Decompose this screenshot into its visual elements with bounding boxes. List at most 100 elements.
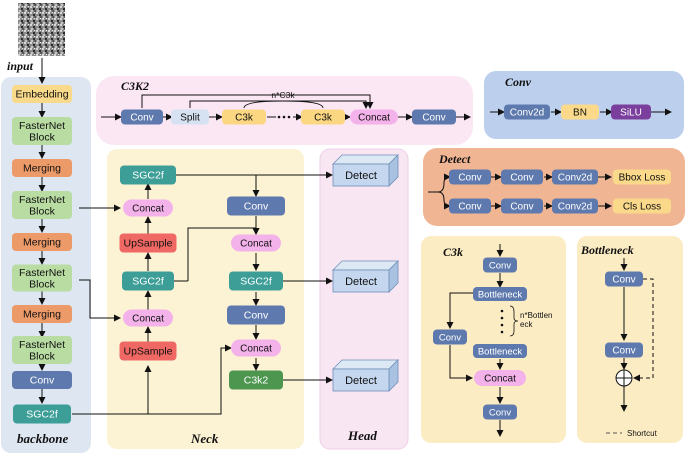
detect-conv-a1: Conv (449, 169, 491, 185)
head-panel (319, 148, 409, 450)
c3k2-conv-out-label: Conv (422, 113, 445, 124)
c3k-bottleneck-1-label: Bottleneck (478, 289, 523, 300)
c3k2-c3k-1: C3k (222, 109, 266, 125)
c3k-conv-side: Conv (433, 329, 467, 345)
c3k2-connectors (101, 94, 471, 121)
neck-concat-2-label: Concat (132, 314, 164, 325)
neck-panel (107, 149, 304, 449)
backbone-merging-2-label: Merging (23, 237, 61, 249)
backbone-connectors (38, 58, 232, 415)
conv-panel-silu: SiLU (611, 104, 651, 120)
conv-panel-conv2d: Conv2d (504, 104, 550, 120)
c3k2-title: C3K2 (121, 79, 149, 93)
bneck-conv-1-label: Conv (612, 275, 635, 286)
backbone-title: backbone (17, 431, 69, 446)
c3k2-split-label: Split (180, 113, 200, 124)
neck-sgc2f-right: SGC2f (229, 271, 283, 291)
neck-sgc2f-top: SGC2f (120, 165, 176, 185)
head-detect-1: Detect (332, 154, 399, 187)
detect-title: Detect (438, 152, 471, 166)
bneck-conv-2-label: Conv (612, 346, 635, 357)
neck-upsample-2: UpSample (119, 341, 177, 361)
neck-c3k2-label: C3k2 (244, 375, 269, 387)
conv-panel-bn: BN (561, 104, 599, 120)
conv-panel-conv2d-label: Conv2d (510, 108, 544, 119)
bottleneck-panel (577, 236, 683, 443)
neck-connectors (144, 171, 333, 384)
c3k-concat: Concat (474, 370, 526, 386)
c3k-concat-label: Concat (484, 374, 516, 385)
detect-conv-b2-label: Conv (510, 202, 533, 213)
detect-conv-b2: Conv (501, 198, 543, 214)
detect-cls-loss: Cls Loss (613, 198, 671, 214)
c3k-repeat-brace (509, 305, 519, 337)
detect-cls-loss-label: Cls Loss (623, 202, 661, 213)
c3k-bottleneck-1: Bottleneck (473, 287, 527, 301)
backbone-merging-3-label: Merging (23, 309, 61, 321)
head-detect-2: Detect (332, 260, 399, 293)
c3k-conv-side-label: Conv (439, 332, 461, 343)
detect-conv2d-b: Conv2d (552, 198, 598, 214)
backbone-merging-1-label: Merging (23, 163, 61, 175)
bottleneck-title: Bottleneck (580, 243, 634, 257)
detect-conv2d-a: Conv2d (552, 169, 598, 185)
backbone-sgc2f-label: SGC2f (26, 409, 58, 421)
c3k2-c3k-1-label: C3k (235, 113, 254, 124)
c3k2-repeat-label: n*C3k (271, 90, 295, 100)
c3k2-concat-label: Concat (358, 113, 390, 124)
conv-panel-bn-label: BN (573, 108, 587, 119)
head-detect-3: Detect (332, 359, 399, 392)
c3k-repeat-dots (500, 309, 504, 334)
backbone-conv-label: Conv (30, 375, 55, 387)
head-title: Head (347, 428, 377, 443)
c3k2-repeat-dots (277, 115, 291, 119)
neck-sgc2f-mid-label: SGC2f (132, 276, 164, 288)
neck-sgc2f-top-label: SGC2f (132, 170, 164, 182)
detect-conv-b1: Conv (449, 198, 491, 214)
detect-conv2d-b-label: Conv2d (558, 202, 592, 213)
detect-conv-a1-label: Conv (458, 173, 481, 184)
neck-conv-1-label: Conv (244, 201, 269, 213)
backbone-sgc2f: SGC2f (13, 404, 71, 424)
c3k-bottleneck-2-label: Bottleneck (478, 346, 523, 357)
c3k-conv-top-label: Conv (489, 260, 511, 271)
detect-panel-connectors (428, 173, 612, 210)
c3k-conv-top: Conv (483, 257, 517, 273)
neck-concat-3-label: Concat (240, 239, 272, 250)
bneck-conv-1: Conv (605, 271, 643, 287)
bneck-conv-2: Conv (605, 342, 643, 358)
neck-concat-4: Concat (231, 339, 281, 357)
detect-bbox-loss: Bbox Loss (613, 169, 671, 185)
backbone-merging-1: Merging (12, 159, 72, 177)
shortcut-legend-label: Shortcut (627, 429, 658, 438)
conv-title: Conv (505, 75, 532, 89)
neck-concat-2: Concat (123, 309, 173, 327)
neck-conv-2: Conv (227, 305, 285, 325)
c3k2-panel (96, 76, 473, 145)
backbone-merging-3: Merging (12, 305, 72, 323)
backbone-embedding: Embedding (12, 85, 72, 103)
head-detect-1-label: Detect (345, 170, 377, 182)
detect-conv-a2: Conv (501, 169, 543, 185)
add-node (615, 369, 633, 387)
c3k-bottleneck-2: Bottleneck (473, 344, 527, 358)
backbone-conv: Conv (12, 371, 72, 389)
neck-concat-3: Concat (231, 234, 281, 252)
bottleneck-panel-connectors (606, 258, 654, 434)
input-label: input (7, 59, 34, 73)
c3k2-split: Split (171, 109, 209, 125)
head-detect-3-label: Detect (345, 375, 377, 387)
neck-conv-2-label: Conv (244, 310, 269, 322)
detect-bbox-loss-label: Bbox Loss (619, 173, 666, 184)
c3k-conv-bottom: Conv (483, 404, 517, 420)
neck-sgc2f-mid: SGC2f (122, 271, 174, 291)
c3k2-conv-in-label: Conv (130, 113, 153, 124)
head-detect-2-label: Detect (345, 276, 377, 288)
backbone-merging-2: Merging (12, 233, 72, 251)
c3k2-c3k-2: C3k (301, 109, 345, 125)
